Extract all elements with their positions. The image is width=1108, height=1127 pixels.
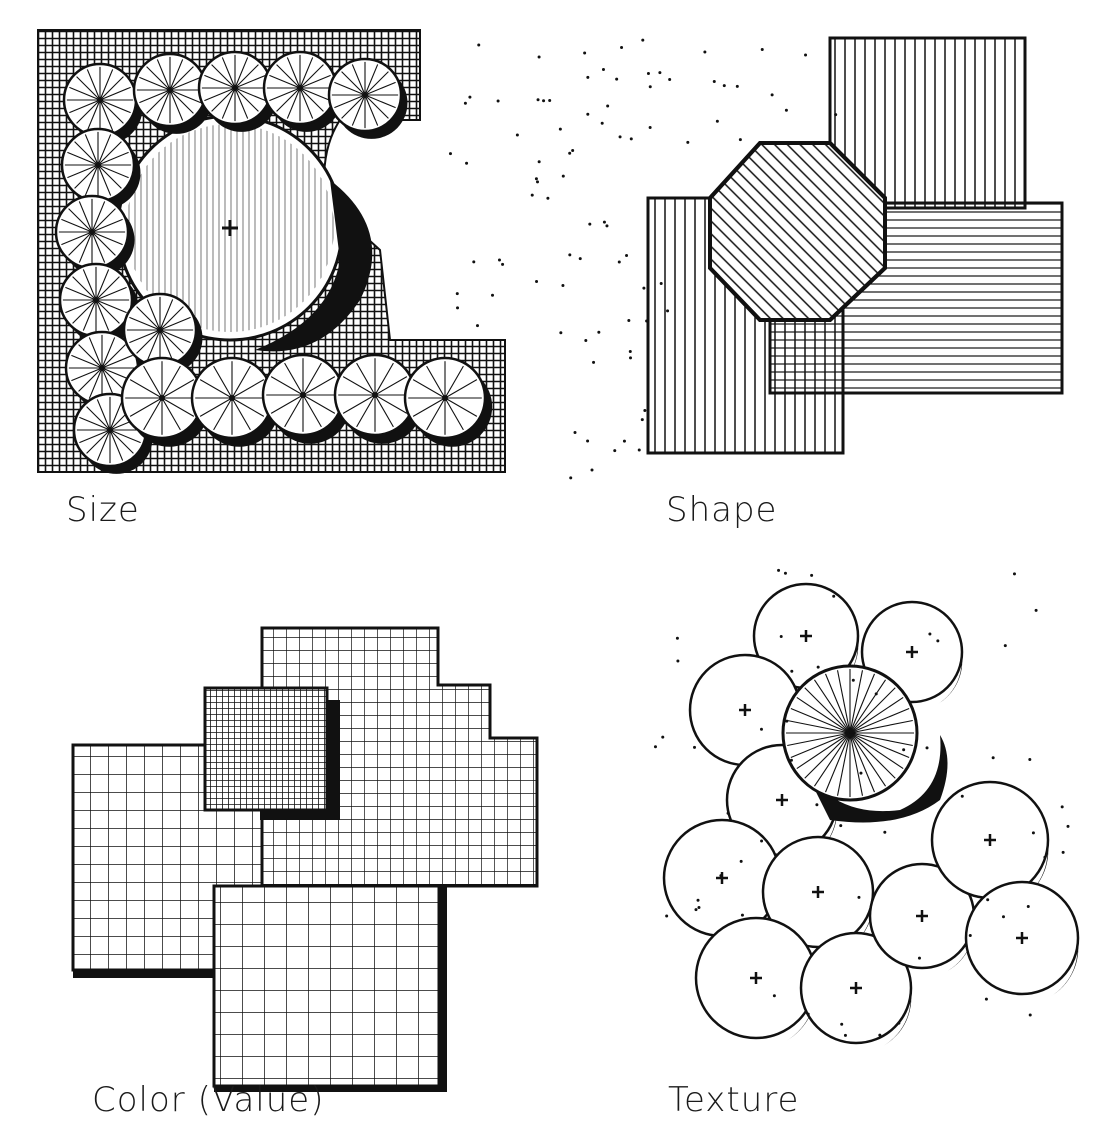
shape-caption: Shape: [666, 490, 777, 530]
color-value-panel: [73, 628, 537, 1092]
texture-panel: [664, 584, 1078, 1046]
size-panel: [38, 30, 505, 474]
texture-caption: Texture: [668, 1080, 799, 1120]
color-value-caption: Color (Value): [92, 1080, 324, 1120]
medium-shrub-row: [122, 355, 492, 447]
size-caption: Size: [66, 490, 140, 530]
shape-panel: [648, 38, 1062, 453]
open-grid-square-bottom: [214, 886, 439, 1086]
dark-grid-square: [205, 688, 327, 810]
